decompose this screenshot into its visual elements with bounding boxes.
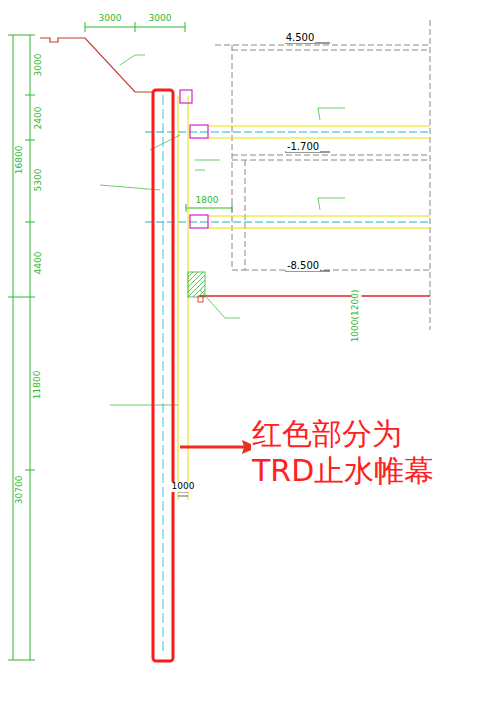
waling-beams <box>180 90 208 228</box>
trd-cutoff-wall <box>153 90 173 661</box>
dimension-text: 1800 <box>195 196 220 206</box>
slope-line <box>40 38 152 92</box>
level-text: -1.700 <box>286 141 320 152</box>
dimension-text: 3000 <box>98 14 123 24</box>
structure-outline <box>215 20 430 330</box>
level-text: -8.500 <box>286 260 320 271</box>
dimension-lines <box>8 22 232 660</box>
drain-mark <box>198 296 203 302</box>
pile-toe <box>178 492 188 496</box>
bored-pile <box>178 96 188 500</box>
dimension-text: 1000(1200) <box>351 289 361 344</box>
dimension-text: 3000 <box>148 14 173 24</box>
dimension-text: 4400 <box>33 251 43 276</box>
dimension-text: 11800 <box>33 370 43 401</box>
dimension-text: 30700 <box>15 475 25 506</box>
base-slab <box>200 295 430 297</box>
level-markers <box>285 39 330 271</box>
annotation-text: 红色部分为 TRD止水帷幕 <box>251 415 445 490</box>
dimension-text: 5300 <box>33 168 43 193</box>
dimension-text: 3000 <box>33 53 43 78</box>
dimension-text: 2400 <box>33 106 43 131</box>
dimension-text: 1000 <box>171 482 196 492</box>
wall-axis <box>163 95 164 655</box>
leader-lines <box>100 55 345 405</box>
pointer-arrow <box>180 446 245 449</box>
level-text: 4.500 <box>285 32 316 43</box>
dimension-text: 16800 <box>15 145 25 176</box>
